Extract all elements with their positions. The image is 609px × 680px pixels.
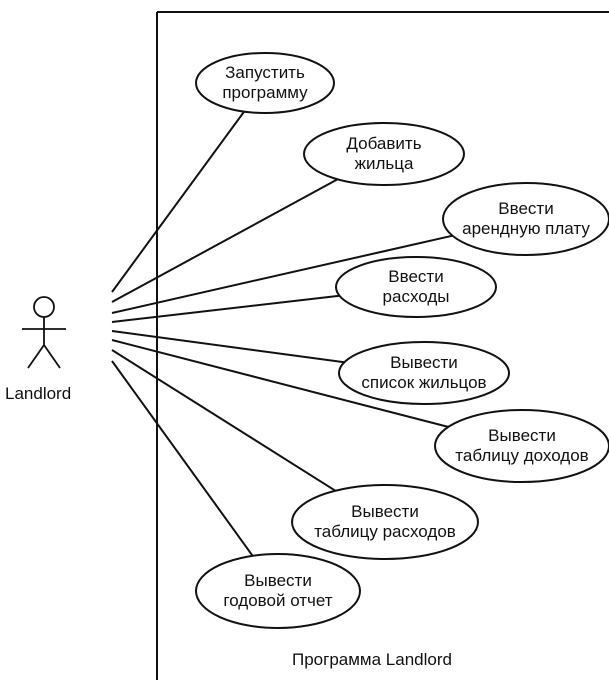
use-case-label-line: программу xyxy=(222,83,308,102)
association-line-uc7 xyxy=(111,349,336,492)
use-case-label-line: арендную плату xyxy=(462,219,590,238)
use-case-label-line: Добавить xyxy=(346,134,422,153)
use-case-label-line: Вывести xyxy=(488,426,556,445)
use-case-label-line: Вывести xyxy=(390,353,458,372)
associations xyxy=(111,111,453,557)
use-case-ellipses xyxy=(195,52,609,629)
use-case-label-line: жильца xyxy=(354,154,414,173)
use-case-ellipse-uc7 xyxy=(291,484,479,560)
use-case-ellipse-uc4 xyxy=(335,256,497,318)
association-line-uc8 xyxy=(111,360,254,557)
use-case-label-line: таблицу доходов xyxy=(455,446,589,465)
association-line-uc5 xyxy=(111,330,345,364)
actor-right-leg xyxy=(43,344,61,369)
use-case-ellipse-uc6 xyxy=(434,409,609,483)
use-case-label-line: расходы xyxy=(382,287,450,306)
use-case-ellipse-uc2 xyxy=(303,122,465,186)
actor-left-leg xyxy=(27,344,45,369)
use-case-label-line: список жильцов xyxy=(361,373,487,392)
system-boundary xyxy=(156,11,609,680)
association-line-uc6 xyxy=(111,339,449,428)
actor-name: Landlord xyxy=(5,384,72,403)
use-case-label-line: Ввести xyxy=(498,199,554,218)
use-case-label-line: Ввести xyxy=(388,267,444,286)
association-line-uc3 xyxy=(111,234,453,314)
association-line-uc2 xyxy=(111,178,339,303)
use-case-label-line: Вывести xyxy=(244,571,312,590)
use-case-ellipse-uc3 xyxy=(442,182,609,256)
use-case-label-line: Вывести xyxy=(351,502,419,521)
system-label: Программа Landlord xyxy=(292,650,452,669)
use-case-ellipse-uc5 xyxy=(338,341,510,405)
use-case-label-line: годовой отчет xyxy=(223,591,333,610)
association-line-uc4 xyxy=(111,294,340,323)
use-case-label-line: Запустить xyxy=(225,63,305,82)
use-case-ellipse-uc8 xyxy=(195,553,361,629)
use-case-ellipse-uc1 xyxy=(195,52,335,114)
use-case-label-line: таблицу расходов xyxy=(314,522,456,541)
association-line-uc1 xyxy=(111,111,245,293)
actor-head xyxy=(33,296,55,318)
actor-figure xyxy=(22,296,66,369)
